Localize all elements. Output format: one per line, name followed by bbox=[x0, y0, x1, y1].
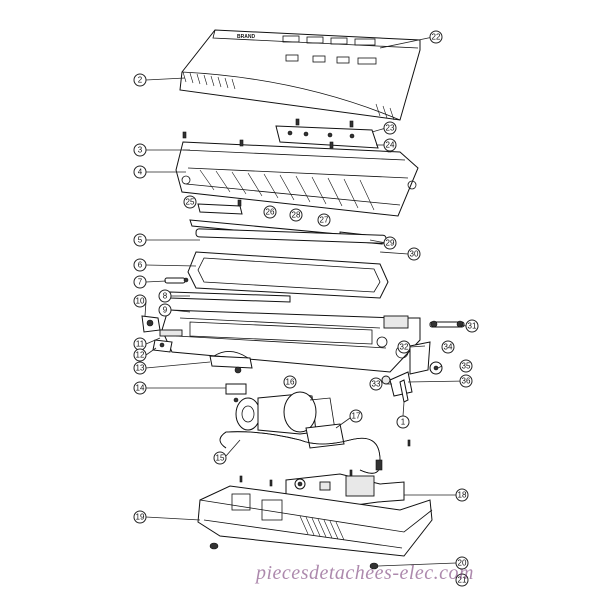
svg-text:10: 10 bbox=[136, 297, 145, 306]
callout-9: 9 bbox=[158, 303, 172, 317]
motor-part bbox=[235, 391, 337, 437]
callout-8: 8 bbox=[158, 289, 172, 303]
callout-14: 14 bbox=[133, 381, 147, 395]
svg-text:23: 23 bbox=[386, 124, 395, 133]
svg-text:33: 33 bbox=[372, 380, 381, 389]
callout-31: 31 bbox=[465, 319, 479, 333]
svg-text:24: 24 bbox=[386, 141, 395, 150]
svg-text:21: 21 bbox=[458, 576, 467, 585]
callout-22: 22 bbox=[429, 30, 443, 44]
svg-text:11: 11 bbox=[136, 340, 145, 349]
callout-28: 28 bbox=[289, 208, 303, 222]
pin-part bbox=[164, 277, 189, 284]
svg-text:36: 36 bbox=[462, 377, 471, 386]
callout-12: 12 bbox=[133, 348, 147, 362]
callout-29: 29 bbox=[383, 236, 397, 250]
svg-text:5: 5 bbox=[138, 236, 143, 245]
sealing-platform-part bbox=[161, 291, 421, 373]
callout-26: 26 bbox=[263, 205, 277, 219]
watermark-text: piecesdetachees-elec.com bbox=[256, 562, 474, 584]
callout-3: 3 bbox=[133, 143, 147, 157]
svg-text:12: 12 bbox=[136, 351, 145, 360]
svg-text:30: 30 bbox=[410, 250, 419, 259]
callout-6: 6 bbox=[133, 258, 147, 272]
callout-15: 15 bbox=[213, 451, 227, 465]
callout-17: 17 bbox=[349, 409, 363, 423]
pump-bracket-part bbox=[209, 351, 253, 374]
callout-16: 16 bbox=[283, 375, 297, 389]
svg-text:25: 25 bbox=[186, 198, 195, 207]
callout-18: 18 bbox=[455, 488, 469, 502]
svg-text:19: 19 bbox=[136, 513, 145, 522]
svg-text:16: 16 bbox=[286, 378, 295, 387]
svg-text:3: 3 bbox=[138, 146, 143, 155]
upper-frame-part bbox=[175, 131, 419, 217]
top-lid-part: BRAND bbox=[179, 29, 421, 121]
svg-text:31: 31 bbox=[468, 322, 477, 331]
hose-part bbox=[219, 431, 381, 474]
left-latch-part bbox=[141, 315, 183, 353]
callout-2: 2 bbox=[133, 73, 147, 87]
right-rod-part bbox=[429, 320, 465, 328]
leader-lines bbox=[144, 36, 467, 567]
callouts: 22 2 23 3 24 4 25 26 28 27 5 29 30 6 7 8… bbox=[133, 30, 479, 587]
svg-text:17: 17 bbox=[352, 412, 361, 421]
svg-text:34: 34 bbox=[444, 343, 453, 352]
callout-27: 27 bbox=[317, 213, 331, 227]
callout-19: 19 bbox=[133, 510, 147, 524]
foam-cover-part bbox=[305, 423, 345, 449]
callout-5: 5 bbox=[133, 233, 147, 247]
svg-text:14: 14 bbox=[136, 384, 145, 393]
svg-text:27: 27 bbox=[320, 216, 329, 225]
callout-23: 23 bbox=[383, 121, 397, 135]
svg-text:4: 4 bbox=[138, 168, 143, 177]
svg-text:32: 32 bbox=[400, 343, 409, 352]
svg-text:1: 1 bbox=[401, 418, 406, 427]
svg-text:9: 9 bbox=[163, 306, 168, 315]
callout-7: 7 bbox=[133, 275, 147, 289]
callout-36: 36 bbox=[459, 374, 473, 388]
callout-13: 13 bbox=[133, 361, 147, 375]
callout-24: 24 bbox=[383, 138, 397, 152]
gasket-and-bars-parts bbox=[187, 203, 389, 299]
svg-text:13: 13 bbox=[136, 364, 145, 373]
svg-text:35: 35 bbox=[462, 362, 471, 371]
callout-10: 10 bbox=[133, 294, 147, 308]
callout-34: 34 bbox=[441, 340, 455, 354]
svg-text:29: 29 bbox=[386, 239, 395, 248]
svg-text:22: 22 bbox=[432, 33, 441, 42]
callout-35: 35 bbox=[459, 359, 473, 373]
right-latch-parts bbox=[381, 341, 443, 403]
callout-1: 1 bbox=[396, 415, 410, 429]
svg-text:28: 28 bbox=[292, 211, 301, 220]
control-board-part bbox=[275, 118, 379, 149]
clip-part bbox=[225, 383, 247, 403]
svg-text:15: 15 bbox=[216, 454, 225, 463]
svg-text:7: 7 bbox=[138, 278, 143, 287]
callout-20: 20 bbox=[455, 556, 469, 570]
callout-4: 4 bbox=[133, 165, 147, 179]
brand-label: BRAND bbox=[237, 34, 255, 40]
callout-25: 25 bbox=[183, 195, 197, 209]
svg-text:26: 26 bbox=[266, 208, 275, 217]
svg-text:20: 20 bbox=[458, 559, 467, 568]
callout-11: 11 bbox=[133, 337, 147, 351]
svg-text:2: 2 bbox=[138, 76, 143, 85]
callout-21: 21 bbox=[455, 573, 469, 587]
svg-text:6: 6 bbox=[138, 261, 143, 270]
callout-32: 32 bbox=[397, 340, 411, 354]
svg-text:18: 18 bbox=[458, 491, 467, 500]
base-housing-part bbox=[197, 439, 433, 570]
svg-text:8: 8 bbox=[163, 292, 168, 301]
callout-33: 33 bbox=[369, 377, 383, 391]
callout-30: 30 bbox=[407, 247, 421, 261]
